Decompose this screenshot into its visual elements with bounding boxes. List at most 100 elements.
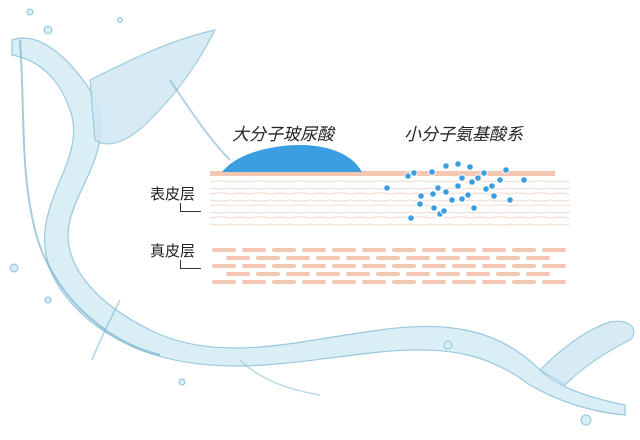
small-molecule-dot <box>434 184 442 192</box>
dermis-fiber <box>242 264 266 268</box>
dermis-fiber <box>512 264 536 268</box>
small-molecule-dot <box>482 185 490 193</box>
dermis-fiber <box>392 280 416 284</box>
small-molecule-dot <box>480 169 488 177</box>
dermis-fiber <box>406 256 430 260</box>
dermis-fiber <box>286 256 310 260</box>
epidermis-line <box>209 211 571 214</box>
small-molecule-dot <box>502 166 510 174</box>
dermis-fiber <box>512 248 536 252</box>
small-molecule-dot <box>454 160 462 168</box>
dermis-fiber <box>392 264 416 268</box>
dermis-label: 真皮层 <box>150 242 196 260</box>
dermis-fiber <box>212 264 236 268</box>
skin-background <box>210 168 555 288</box>
dermis-fiber <box>482 264 506 268</box>
dermis-fiber <box>302 264 326 268</box>
small-molecule-dot <box>417 192 425 200</box>
small-molecule-dot <box>488 182 496 190</box>
dermis-fiber <box>376 256 400 260</box>
dermis-fiber <box>466 272 490 276</box>
dermis-fiber <box>542 248 566 252</box>
dermis-fiber <box>242 248 266 252</box>
dermis-fiber <box>226 256 250 260</box>
dermis-fiber <box>346 272 370 276</box>
small-molecule-dot <box>464 191 472 199</box>
small-molecule-dot <box>428 168 436 176</box>
epidermis-label: 表皮层 <box>150 185 196 203</box>
dermis-bracket <box>180 260 201 269</box>
small-molecule-dot <box>442 162 450 170</box>
dermis-fiber <box>256 272 280 276</box>
dermis-fiber <box>436 272 460 276</box>
dermis-fiber <box>212 248 236 252</box>
small-molecule-dot <box>470 204 478 212</box>
small-molecule-dot <box>410 169 418 177</box>
dermis-fiber <box>482 248 506 252</box>
dermis-fiber <box>376 272 400 276</box>
dermis-fiber <box>526 272 550 276</box>
small-molecule-dot <box>430 204 438 212</box>
small-molecule-dot <box>496 176 504 184</box>
dermis-fiber <box>256 256 280 260</box>
small-molecule-dot <box>416 200 424 208</box>
epidermis-line <box>209 180 571 183</box>
dermis-fiber <box>512 280 536 284</box>
small-molecule-dot <box>520 176 528 184</box>
epidermis-texture <box>209 180 571 226</box>
dermis-fiber <box>302 280 326 284</box>
dermis-fiber <box>286 272 310 276</box>
dermis-fiber <box>242 280 266 284</box>
small-molecules <box>383 160 528 222</box>
small-molecule-dot <box>474 174 482 182</box>
dermis-fiber <box>452 280 476 284</box>
dermis-texture <box>212 248 566 284</box>
dermis-fiber <box>406 272 430 276</box>
dermis-fiber <box>422 248 446 252</box>
dermis-fiber <box>272 248 296 252</box>
dermis-fiber <box>422 280 446 284</box>
dermis-fiber <box>332 264 356 268</box>
water-splash-icon <box>9 8 635 426</box>
epidermis-bracket <box>180 203 201 212</box>
dermis-fiber <box>436 256 460 260</box>
dermis-fiber <box>526 256 550 260</box>
epidermis-line <box>209 192 571 195</box>
small-molecule-label: 小分子氨基酸系 <box>404 125 523 145</box>
dermis-fiber <box>302 248 326 252</box>
small-molecule-dot <box>440 207 448 215</box>
skin-surface-stripe <box>210 171 555 176</box>
dermis-fiber <box>452 264 476 268</box>
small-molecule-dot <box>506 196 514 204</box>
small-molecule-dot <box>442 188 450 196</box>
dermis-fiber <box>542 280 566 284</box>
dermis-fiber <box>452 248 476 252</box>
dermis-fiber <box>346 256 370 260</box>
epidermis-line <box>209 223 571 226</box>
small-molecule-dot <box>429 190 437 198</box>
dermis-fiber <box>332 248 356 252</box>
dermis-fiber <box>466 256 490 260</box>
dermis-fiber <box>496 272 520 276</box>
large-molecule-dome <box>222 145 362 172</box>
small-molecule-dot <box>458 195 466 203</box>
dermis-fiber <box>212 280 236 284</box>
small-molecule-dot <box>404 172 412 180</box>
dermis-fiber <box>422 264 446 268</box>
small-molecule-dot <box>468 178 476 186</box>
small-molecule-dot <box>458 174 466 182</box>
small-molecule-dot <box>490 192 498 200</box>
dermis-fiber <box>226 272 250 276</box>
dermis-fiber <box>542 264 566 268</box>
epidermis-line <box>209 216 571 219</box>
small-molecule-dot <box>407 214 415 222</box>
dermis-fiber <box>272 264 296 268</box>
dermis-fiber <box>392 248 416 252</box>
dermis-fiber <box>316 256 340 260</box>
small-molecule-dot <box>454 182 462 190</box>
dermis-fiber <box>316 272 340 276</box>
dermis-fiber <box>362 280 386 284</box>
small-molecule-dot <box>466 163 474 171</box>
